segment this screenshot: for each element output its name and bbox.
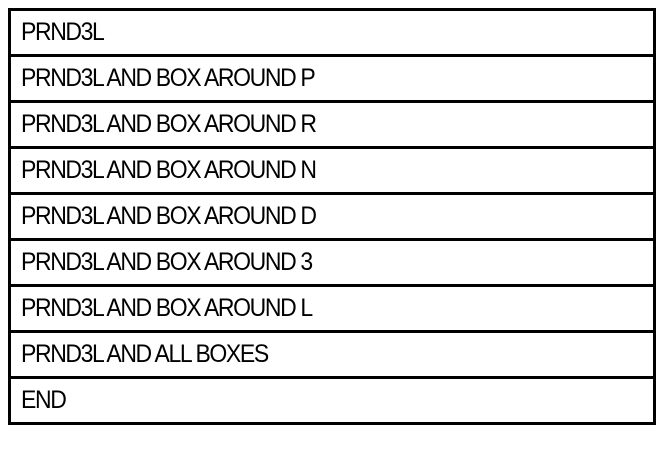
sequence-row-label: PRND3L AND BOX AROUND 3	[21, 248, 313, 276]
sequence-row-box-n: PRND3L AND BOX AROUND N	[11, 149, 653, 195]
sequence-row-prnd3l: PRND3L	[11, 11, 653, 57]
sequence-row-label: PRND3L AND BOX AROUND N	[21, 156, 317, 184]
sequence-row-box-p: PRND3L AND BOX AROUND P	[11, 57, 653, 103]
sequence-row-label: PRND3L AND BOX AROUND P	[21, 64, 316, 92]
sequence-row-label: PRND3L	[21, 18, 105, 46]
display-sequence-table: PRND3L PRND3L AND BOX AROUND P PRND3L AN…	[8, 8, 656, 425]
sequence-row-end: END	[11, 379, 653, 425]
sequence-row-box-r: PRND3L AND BOX AROUND R	[11, 103, 653, 149]
sequence-row-all-boxes: PRND3L AND ALL BOXES	[11, 333, 653, 379]
sequence-row-label: PRND3L AND BOX AROUND L	[21, 294, 313, 322]
sequence-row-box-3: PRND3L AND BOX AROUND 3	[11, 241, 653, 287]
sequence-row-label: PRND3L AND BOX AROUND D	[21, 202, 317, 230]
sequence-row-label: END	[21, 386, 67, 414]
sequence-row-label: PRND3L AND ALL BOXES	[21, 340, 269, 368]
sequence-row-label: PRND3L AND BOX AROUND R	[21, 110, 317, 138]
sequence-row-box-l: PRND3L AND BOX AROUND L	[11, 287, 653, 333]
sequence-row-box-d: PRND3L AND BOX AROUND D	[11, 195, 653, 241]
